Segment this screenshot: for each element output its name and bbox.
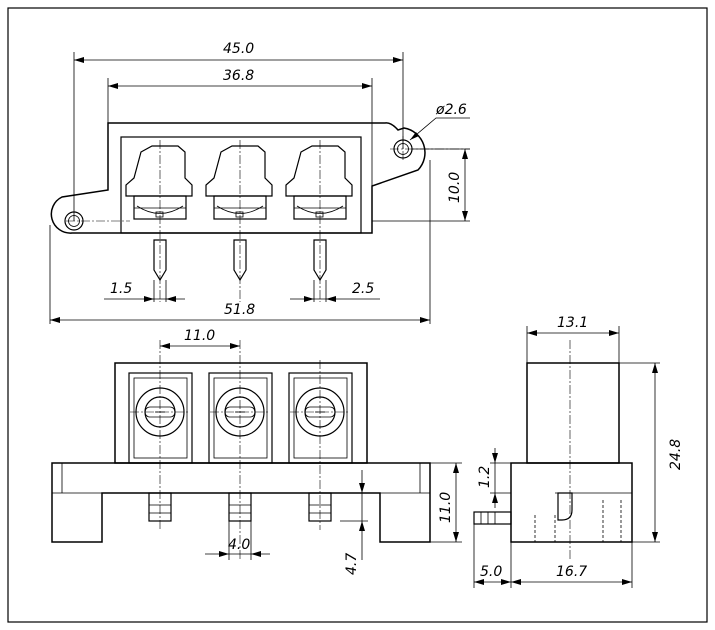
- side-view-extension-lines: [473, 326, 660, 588]
- dim-pitch: 11.0: [184, 328, 215, 344]
- terminal-3: [285, 145, 353, 282]
- front-view-base: [51, 462, 431, 543]
- dim-total-length: 51.8: [224, 302, 255, 318]
- front-view: 11.0 11.0 4.7 4.0: [51, 328, 462, 575]
- drawing-frame: [7, 7, 708, 623]
- dim-pin-width: 1.5: [110, 281, 132, 297]
- dim-body-length: 36.8: [223, 68, 254, 84]
- dim-base-height: 11.0: [438, 492, 454, 523]
- front-cell-1: [128, 372, 193, 464]
- dim-pin-spacing: 2.5: [352, 281, 374, 297]
- side-view-upper-block: [526, 362, 620, 464]
- top-view-extension-lines: [49, 52, 470, 324]
- dim-overall-length: 45.0: [223, 41, 254, 57]
- front-cell-3: [288, 372, 353, 464]
- dim-base-width: 16.7: [556, 564, 587, 580]
- top-view-centerlines: [66, 136, 470, 302]
- side-view: 13.1 24.8 1.2 5.0 16.7: [473, 315, 684, 588]
- dim-pin-length: 4.7: [344, 553, 360, 575]
- front-view-centerlines: [130, 340, 350, 560]
- front-cell-2: [208, 372, 273, 464]
- front-view-extension-lines: [228, 462, 462, 560]
- dim-pin-offset: 5.0: [480, 564, 502, 580]
- dim-top-width: 13.1: [557, 315, 588, 331]
- side-view-pin: [473, 511, 512, 525]
- top-view-flange-outline: [50, 122, 426, 234]
- terminal-2: [205, 145, 273, 282]
- dim-hole-diameter: ø2.6: [435, 102, 467, 118]
- side-view-base: [510, 462, 633, 543]
- dim-hole-offset: 10.0: [447, 172, 463, 203]
- dim-step: 1.2: [477, 466, 493, 488]
- top-view-body: [120, 136, 362, 234]
- dim-leader-hole: [409, 117, 470, 141]
- terminal-1: [125, 145, 193, 282]
- dim-side-height: 24.8: [668, 439, 684, 470]
- dim-pin-gap: 4.0: [228, 537, 250, 553]
- top-view: 45.0 36.8 ø2.6 10.0 1.5 2.5 51.8: [49, 41, 470, 324]
